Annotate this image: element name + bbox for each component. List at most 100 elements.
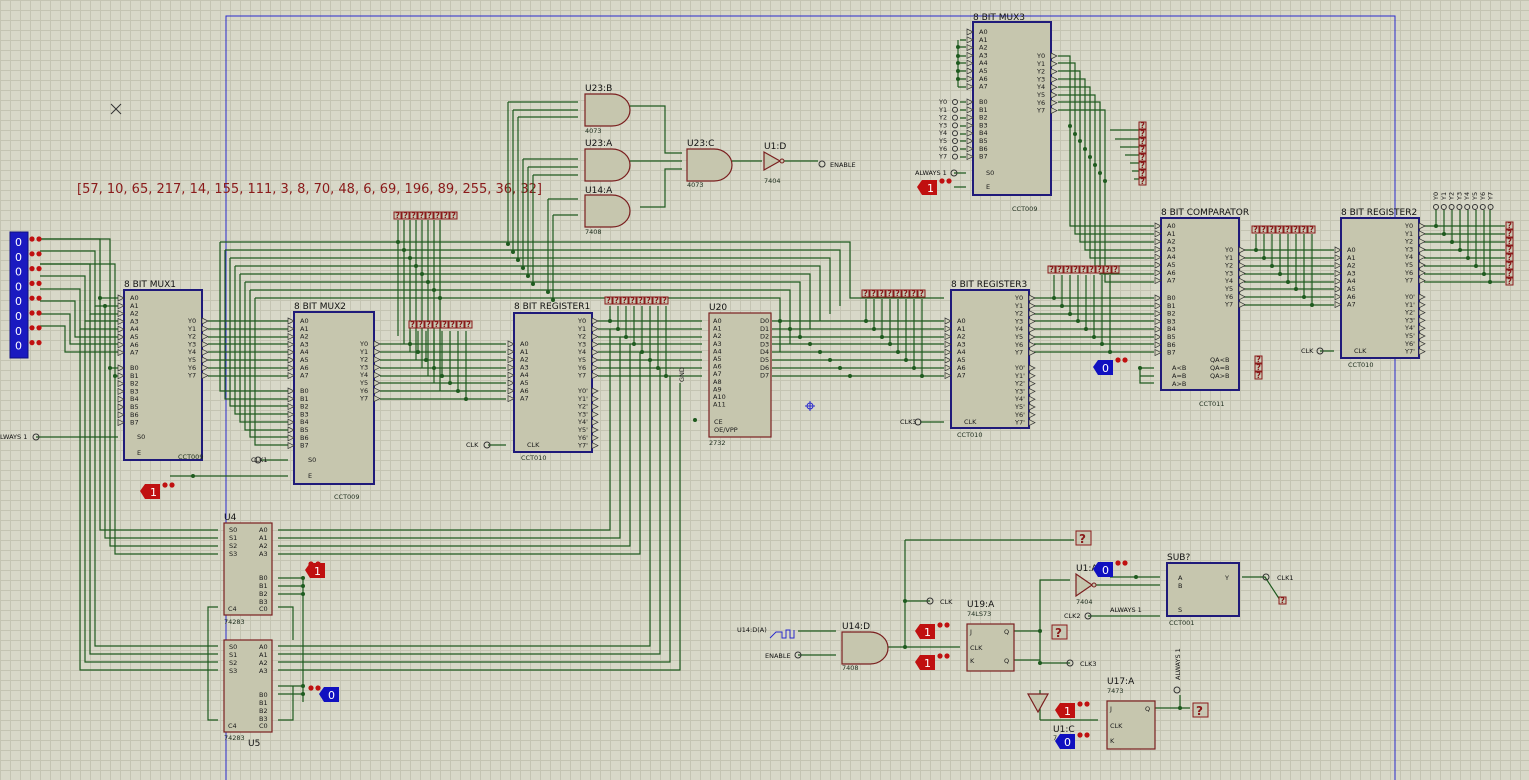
- input-bit-1[interactable]: 0: [15, 251, 22, 264]
- mux1-b-pin-5: B5: [130, 403, 139, 411]
- u1a-inverter[interactable]: U1:A 7404: [1075, 564, 1098, 606]
- u20-data-1: D1: [760, 325, 769, 333]
- reg1-title: 8 BIT REGISTER1: [514, 302, 590, 312]
- reg2-a-pin-arrow-7: [1334, 301, 1342, 309]
- reg1-a-pin-2: A2: [520, 356, 529, 364]
- mux3-y-pin-2: Y2: [1036, 68, 1045, 76]
- reg3-block[interactable]: 8 BIT REGISTER3 CCT010 A0A1A2A3A4A5A6A7 …: [944, 280, 1036, 439]
- mux2-b-pin-arrow-1: [287, 395, 295, 403]
- u23b-gate[interactable]: U23:B 4073: [584, 84, 631, 135]
- reg2-block[interactable]: 8 BIT REGISTER2 CCT010 A0A1A2A3A4A5A6A7 …: [1334, 192, 1495, 369]
- reg1-block[interactable]: 8 BIT REGISTER1 CCT010 A0A1A2A3A4A5A6A7 …: [507, 302, 599, 462]
- input-bit-led-a-4: [29, 295, 35, 301]
- u5-c4: C4: [228, 722, 237, 730]
- mux1-a-pin-1: A1: [130, 302, 139, 310]
- reg2-top-terminal-1: [1440, 204, 1447, 210]
- state-u5-b0[interactable]: 0: [308, 685, 339, 702]
- reg3-clk3-label: CLK3: [900, 418, 917, 426]
- state-comp-eq[interactable]: 0: [1093, 357, 1128, 375]
- mux3-y-pin-arrow-3: [1050, 75, 1058, 83]
- probe-comp-out-text-1: ?: [1261, 225, 1266, 234]
- reg2-yp-pin-arrow-2: [1418, 309, 1426, 317]
- u19a-j: J: [969, 628, 972, 636]
- input-bus-block: [9, 231, 29, 359]
- u17a-flipflop[interactable]: U17:A 7473 J CLK K Q: [1106, 677, 1156, 750]
- probe-mux1-out-box-1: [401, 211, 410, 220]
- mux3-b-pin-arrow-2: [966, 114, 974, 122]
- reg3-yp-pin-7: Y7': [1014, 419, 1025, 427]
- reg2-y-pin-arrow-5: [1418, 261, 1426, 269]
- mux2-b-pin-arrow-6: [287, 434, 295, 442]
- state-mux3-e[interactable]: 1: [917, 178, 952, 195]
- mux3-a-pin-3: A3: [979, 51, 988, 59]
- comparator-block[interactable]: 8 BIT COMPARATOR CCT011 A0A1A2A3A4A5A6A7…: [1154, 208, 1249, 408]
- probe-sub-out-box-0: [1278, 596, 1287, 605]
- state-u4-b0[interactable]: 1: [305, 561, 325, 578]
- large-probe-3[interactable]: ?: [1192, 702, 1209, 718]
- mux1-always1-label: LWAYS 1: [0, 433, 27, 441]
- input-bit-0[interactable]: 0: [15, 236, 22, 249]
- large-probe-2[interactable]: ?: [1051, 624, 1068, 640]
- u23a-gate[interactable]: U23:A: [584, 139, 631, 182]
- probe-reg2-out-text-2: ?: [1507, 237, 1512, 246]
- u19a-flipflop[interactable]: U19:A 74LS73 J CLK K Q Q: [966, 600, 1015, 672]
- state-u17-j[interactable]: 1: [1055, 701, 1090, 718]
- reg2-a-pin-arrow-0: [1334, 246, 1342, 254]
- u14a-gate[interactable]: U14:A 7408: [584, 186, 631, 236]
- state-mux1-e[interactable]: 1: [140, 482, 175, 499]
- probe-mux1-out-box-0: [393, 211, 402, 220]
- probe-mux2-out-text-6: ?: [458, 320, 463, 329]
- input-bit-4[interactable]: 0: [15, 295, 22, 308]
- input-bit-2[interactable]: 0: [15, 266, 22, 279]
- mux2-clk1-label: CLK1: [251, 456, 268, 464]
- enable-terminal[interactable]: [818, 160, 826, 168]
- input-bit-5[interactable]: 0: [15, 310, 22, 323]
- mux2-a-pin-7: A7: [300, 372, 309, 380]
- state-u19-k[interactable]: 1: [915, 653, 950, 670]
- u4-a-0: A0: [259, 526, 268, 534]
- mux2-y-pin-arrow-6: [373, 387, 381, 395]
- comparator-y-pin-3: Y3: [1224, 269, 1233, 277]
- u23c-gate[interactable]: U23:C 4073: [686, 139, 733, 189]
- comparator-y-pin-arrow-3: [1238, 269, 1246, 277]
- probe-sub-out-text-0: ?: [1280, 596, 1285, 605]
- mux3-b-terminal-2: [952, 114, 958, 121]
- u14d-gate[interactable]: U14:D 7408: [841, 622, 889, 672]
- probe-mux3-out-text-3: ?: [1140, 145, 1145, 154]
- mux1-a-pin-arrow-3: [117, 317, 125, 325]
- input-bit-3[interactable]: 0: [15, 280, 22, 293]
- probe-mux1-out-text-7: ?: [451, 211, 456, 220]
- u4-b-0: B0: [259, 574, 268, 582]
- state-u1a-out[interactable]: 0: [1093, 560, 1128, 577]
- mux1-b-pin-7: B7: [130, 419, 139, 427]
- reg2-a-pin-3: A3: [1347, 269, 1356, 277]
- sub-block[interactable]: SUB? CCT001 A B S Y: [1166, 553, 1240, 627]
- large-probe-1[interactable]: ?: [1075, 530, 1092, 546]
- u1d-inverter[interactable]: U1:D 7404: [763, 142, 786, 185]
- clk2-label: CLK2: [1064, 612, 1081, 620]
- u4-a-3: A3: [259, 550, 268, 558]
- state-u17-k[interactable]: 0: [1055, 732, 1090, 749]
- state-u19-j[interactable]: 1: [915, 622, 950, 639]
- mux3-b-terminal-1: [952, 106, 958, 113]
- input-bit-6[interactable]: 0: [15, 325, 22, 338]
- mux3-y-pin-arrow-7: [1050, 107, 1058, 115]
- reg1-a-pin-arrow-3: [507, 363, 515, 371]
- u1c-title: U1:C: [1053, 725, 1075, 735]
- mux2-y-pin-arrow-2: [373, 356, 381, 364]
- input-bit-7[interactable]: 0: [15, 340, 22, 353]
- mux3-part: CCT009: [1012, 205, 1037, 213]
- reg1-a-pin-arrow-2: [507, 356, 515, 364]
- comparator-y-pin-arrow-4: [1238, 277, 1246, 285]
